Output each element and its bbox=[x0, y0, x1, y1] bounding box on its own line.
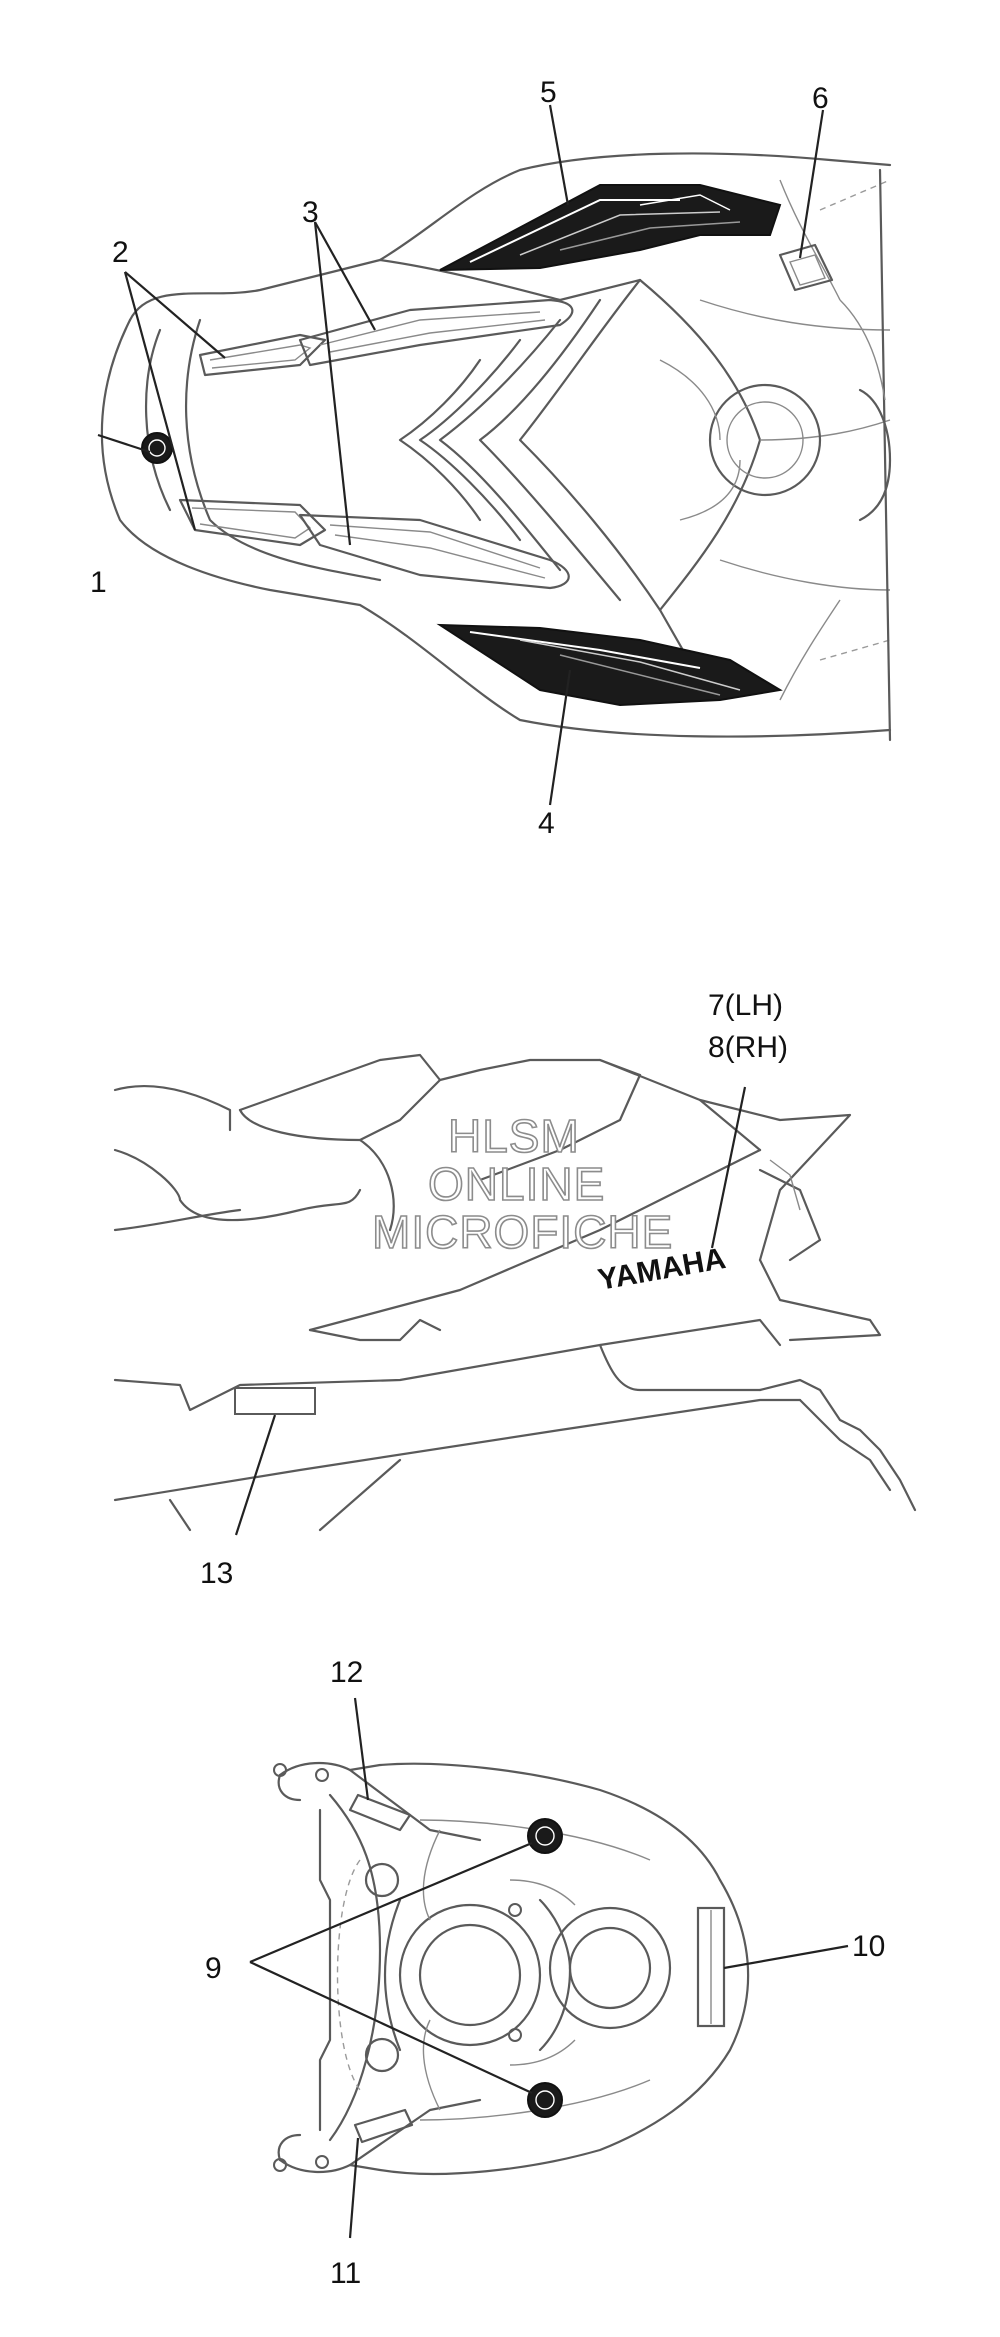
watermark-line-2: ONLINE bbox=[428, 1158, 605, 1210]
watermark-line-1: HLSM bbox=[448, 1110, 580, 1162]
leader-9a bbox=[249, 1841, 533, 1964]
emblem-1 bbox=[141, 432, 173, 464]
decal-4 bbox=[436, 623, 783, 707]
watermark: HLSM ONLINE MICROFICHE bbox=[371, 1109, 673, 1259]
callout-9: 9 bbox=[205, 1952, 222, 1985]
decal-10 bbox=[696, 1906, 726, 2028]
callout-10: 10 bbox=[852, 1930, 885, 1963]
callout-1: 1 bbox=[90, 566, 107, 599]
decal-3-upper bbox=[298, 298, 574, 367]
callout-2: 2 bbox=[112, 236, 129, 269]
decal-2-upper bbox=[198, 333, 327, 377]
callout-5: 5 bbox=[540, 76, 557, 109]
callout-3: 3 bbox=[302, 196, 319, 229]
top-view-deck bbox=[100, 152, 892, 742]
emblem-9-lower bbox=[527, 2082, 563, 2118]
decal-5 bbox=[439, 184, 782, 271]
callout-13: 13 bbox=[200, 1557, 233, 1590]
callout-7: 7(LH) bbox=[708, 989, 783, 1022]
rear-top-view bbox=[273, 1761, 750, 2176]
callout-11: 11 bbox=[330, 2257, 361, 2290]
leader-10 bbox=[723, 1944, 849, 1970]
callout-12: 12 bbox=[330, 1656, 363, 1689]
leader-7-8 bbox=[710, 1086, 747, 1249]
leaders-top bbox=[97, 104, 825, 806]
emblem-9-upper bbox=[527, 1818, 563, 1854]
callout-6: 6 bbox=[812, 82, 829, 115]
watermark-line-3: MICROFICHE bbox=[372, 1206, 673, 1258]
decal-11 bbox=[353, 2108, 414, 2144]
decal-13 bbox=[234, 1387, 316, 1415]
decal-2-lower bbox=[178, 498, 327, 547]
callout-8: 8(RH) bbox=[708, 1031, 788, 1064]
callout-4: 4 bbox=[538, 807, 555, 840]
leader-12 bbox=[353, 1697, 370, 1801]
decal-3-lower bbox=[298, 513, 570, 590]
leader-9b bbox=[249, 1961, 533, 2094]
side-view-hull bbox=[113, 1053, 917, 1532]
decal-12 bbox=[348, 1793, 412, 1832]
leader-11 bbox=[348, 2137, 360, 2239]
leader-13 bbox=[234, 1414, 277, 1536]
decal-6 bbox=[778, 243, 834, 292]
